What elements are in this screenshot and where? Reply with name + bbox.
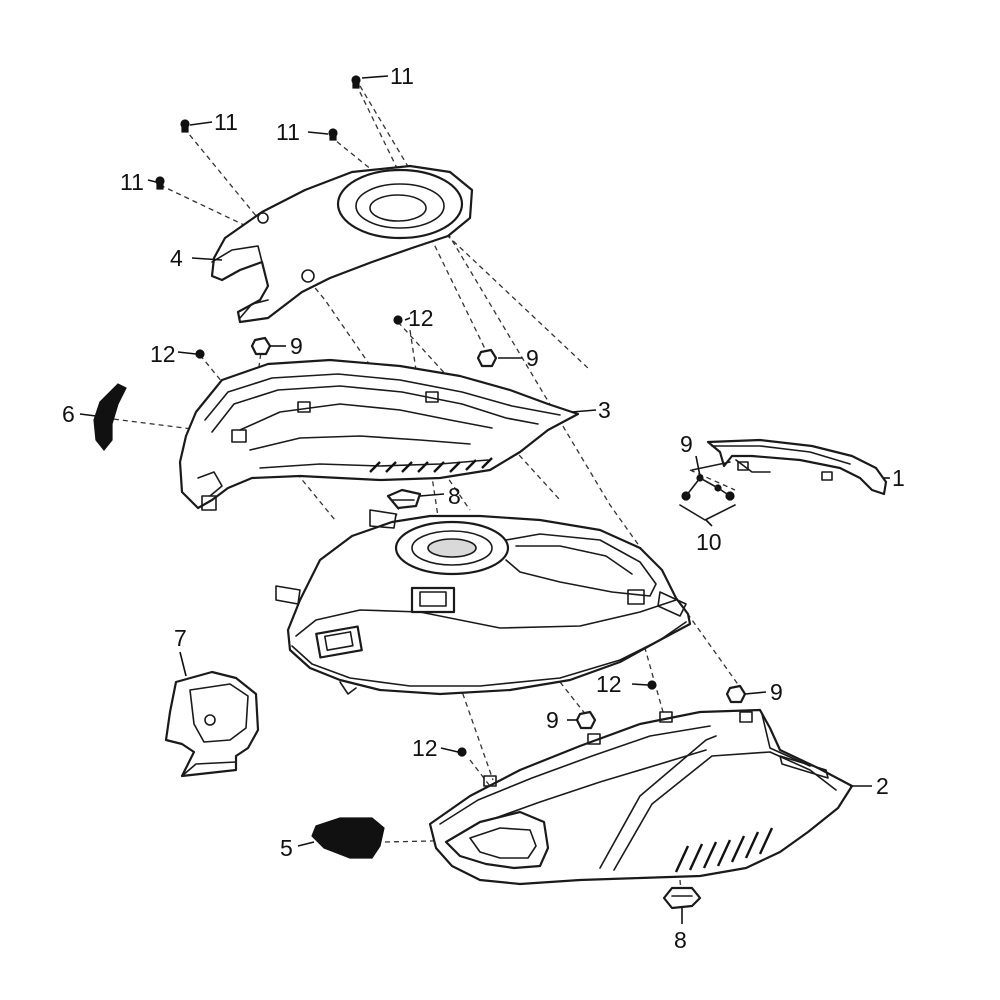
leader-lines [79, 75, 890, 924]
callout-labels: 11 11 11 11 4 12 12 9 9 3 6 9 1 8 10 7 1… [62, 63, 905, 953]
callout-2: 2 [876, 773, 889, 799]
callout-1: 1 [892, 465, 905, 491]
part-4-top-cover [210, 164, 474, 324]
callout-3: 3 [598, 397, 611, 423]
callout-12: 12 [408, 305, 434, 331]
callout-12: 12 [412, 735, 438, 761]
part-8-upper-clip [386, 488, 422, 510]
screw-11-b [180, 119, 190, 133]
nut-9-b [476, 348, 498, 368]
callout-11: 11 [276, 119, 300, 145]
fasteners [155, 75, 747, 757]
callout-10: 10 [696, 529, 722, 555]
part-6-reflector [93, 383, 127, 451]
callout-4: 4 [170, 245, 183, 271]
callout-8: 8 [674, 927, 687, 953]
callout-11: 11 [390, 63, 414, 89]
callout-12: 12 [150, 341, 176, 367]
callout-9: 9 [680, 431, 693, 457]
callout-5: 5 [280, 835, 293, 861]
nut-9-a [250, 336, 272, 356]
callout-7: 7 [174, 625, 187, 651]
callout-8: 8 [448, 483, 461, 509]
callout-11: 11 [120, 169, 144, 195]
part-8-lower-clip [662, 886, 702, 910]
part-5-badge [311, 817, 385, 859]
screw-12-d [457, 747, 467, 757]
screw-11-a [351, 75, 361, 89]
callout-9: 9 [770, 679, 783, 705]
callout-9: 9 [546, 707, 559, 733]
part-2-side-cover [428, 708, 854, 886]
nut-9-c [575, 710, 597, 730]
nut-9-d [725, 684, 747, 704]
part-3-center-shroud [178, 358, 580, 511]
callout-12: 12 [596, 671, 622, 697]
screw-12-c [647, 680, 657, 690]
fuel-tank [275, 509, 692, 696]
screw-12-b [195, 349, 205, 359]
screw-11-d [155, 176, 165, 190]
callout-9: 9 [526, 345, 539, 371]
part-7-bracket [164, 670, 260, 778]
part-10-clip-group [679, 461, 736, 521]
callout-11: 11 [214, 109, 238, 135]
callout-9: 9 [290, 333, 303, 359]
callout-6: 6 [62, 401, 75, 427]
part-1-trim-strip [706, 438, 888, 496]
screw-12-a [393, 315, 403, 325]
screw-11-c [328, 128, 338, 141]
